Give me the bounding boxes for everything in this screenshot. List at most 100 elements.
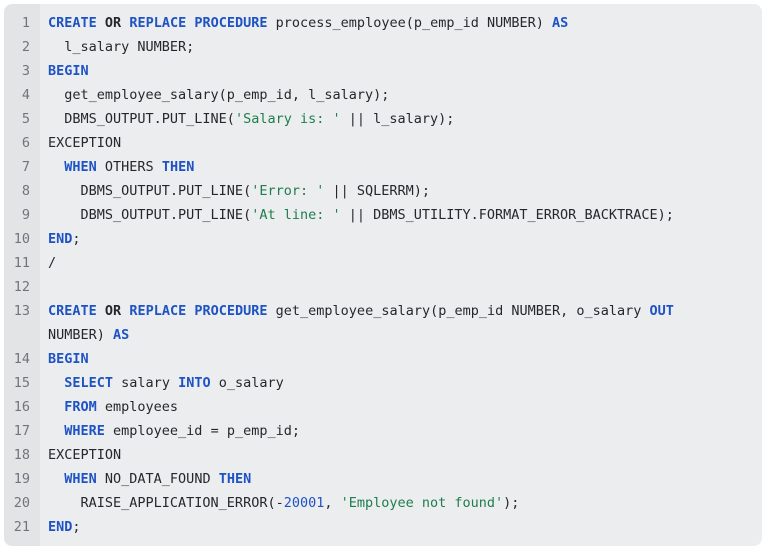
code-text: EXCEPTION — [40, 131, 121, 155]
code-token: WHEN — [64, 471, 97, 487]
code-text: BEGIN — [40, 59, 89, 83]
line-number: 7 — [21, 159, 30, 175]
code-text: get_employee_salary(p_emp_id, l_salary); — [40, 83, 389, 107]
code-token: OR — [104, 303, 122, 319]
code-token: || l_salary); — [340, 111, 455, 127]
code-token — [48, 159, 64, 175]
code-token: DBMS_OUTPUT.PUT_LINE( — [48, 111, 235, 127]
code-text: SELECT salary INTO o_salary — [40, 371, 284, 395]
code-token: THEN — [218, 471, 252, 487]
code-token: 'Error: ' — [251, 183, 325, 199]
code-token — [48, 423, 64, 439]
code-line: 3 BEGIN — [4, 59, 762, 83]
code-token: THEN — [161, 159, 195, 175]
code-token: NO_DATA_FOUND — [96, 471, 219, 487]
code-token: FROM — [64, 399, 97, 415]
code-token: BEGIN — [48, 351, 89, 367]
code-text: EXCEPTION — [40, 443, 121, 467]
code-text: CREATE OR REPLACE PROCEDURE process_empl… — [40, 11, 568, 35]
line-number: 2 — [21, 39, 30, 55]
code-text: BEGIN — [40, 347, 89, 371]
code-token: PROCEDURE — [194, 303, 268, 319]
code-token: salary — [113, 375, 179, 391]
code-text: WHEN NO_DATA_FOUND THEN — [40, 467, 251, 491]
code-line: 8 DBMS_OUTPUT.PUT_LINE('Error: ' || SQLE… — [4, 179, 762, 203]
code-line: 17 WHERE employee_id = p_emp_id; — [4, 419, 762, 443]
code-text: WHEN OTHERS THEN — [40, 155, 194, 179]
code-token: CREATE — [48, 15, 97, 31]
code-token: RAISE_APPLICATION_ERROR(- — [48, 495, 284, 511]
code-token: / — [48, 255, 57, 271]
code-line: NUMBER) AS — [4, 323, 762, 347]
code-token: OR — [104, 15, 122, 31]
line-number: 18 — [13, 447, 30, 463]
code-text: l_salary NUMBER; — [40, 35, 194, 59]
code-token: DBMS_OUTPUT.PUT_LINE( — [48, 207, 252, 223]
line-number: 17 — [13, 423, 30, 439]
line-number: 1 — [21, 15, 30, 31]
line-number: 10 — [13, 231, 30, 247]
code-token: ); — [503, 495, 520, 511]
code-token: OUT — [649, 303, 674, 319]
code-token: WHERE — [64, 423, 105, 439]
code-line: 18 EXCEPTION — [4, 443, 762, 467]
code-line: 10 END; — [4, 227, 762, 251]
code-line: 4 get_employee_salary(p_emp_id, l_salary… — [4, 83, 762, 107]
code-line: 1 CREATE OR REPLACE PROCEDURE process_emp… — [4, 11, 762, 35]
line-number: 20 — [13, 495, 30, 511]
code-token: END — [48, 231, 73, 247]
code-token: EXCEPTION — [48, 447, 122, 463]
code-line: 16 FROM employees — [4, 395, 762, 419]
line-number: 4 — [21, 87, 30, 103]
code-line: 11 / — [4, 251, 762, 275]
code-line: 15 SELECT salary INTO o_salary — [4, 371, 762, 395]
code-token: process_employee(p_emp_id NUMBER) — [267, 15, 553, 31]
code-token: REPLACE — [129, 303, 187, 319]
code-token: WHEN — [64, 159, 97, 175]
code-token: ; — [72, 231, 81, 247]
line-number: 15 — [13, 375, 30, 391]
code-token: l_salary NUMBER; — [48, 39, 195, 55]
code-text — [40, 275, 48, 299]
code-token: || SQLERRM); — [324, 183, 431, 199]
code-text: DBMS_OUTPUT.PUT_LINE('Error: ' || SQLERR… — [40, 179, 431, 203]
code-token — [48, 471, 64, 487]
code-token: , — [324, 495, 341, 511]
code-text: WHERE employee_id = p_emp_id; — [40, 419, 300, 443]
code-token: ; — [72, 519, 81, 535]
line-number: 16 — [13, 399, 30, 415]
code-token: AS — [552, 15, 569, 31]
code-token: REPLACE — [129, 15, 187, 31]
code-token: PROCEDURE — [194, 15, 268, 31]
code-token: get_employee_salary(p_emp_id, l_salary); — [48, 87, 390, 103]
code-token: o_salary — [210, 375, 284, 391]
code-token: SELECT — [64, 375, 114, 391]
code-token: 20001 — [283, 495, 325, 511]
code-token: get_employee_salary(p_emp_id NUMBER, o_s… — [267, 303, 650, 319]
code-token: CREATE — [48, 303, 97, 319]
line-number: 3 — [21, 63, 30, 79]
code-token: 'Employee not found' — [340, 495, 504, 511]
code-text: END; — [40, 515, 81, 539]
code-line: 12 — [4, 275, 762, 299]
line-number: 9 — [21, 207, 30, 223]
code-line: 19 WHEN NO_DATA_FOUND THEN — [4, 467, 762, 491]
code-text: FROM employees — [40, 395, 178, 419]
code-line: 2 l_salary NUMBER; — [4, 35, 762, 59]
line-number: 5 — [21, 111, 30, 127]
line-number: 11 — [13, 255, 30, 271]
code-text: DBMS_OUTPUT.PUT_LINE('At line: ' || DBMS… — [40, 203, 674, 227]
code-token: EXCEPTION — [48, 135, 122, 151]
code-text: DBMS_OUTPUT.PUT_LINE('Salary is: ' || l_… — [40, 107, 454, 131]
code-token: employees — [96, 399, 179, 415]
line-number: 6 — [21, 135, 30, 151]
line-number: 19 — [13, 471, 30, 487]
code-line: 9 DBMS_OUTPUT.PUT_LINE('At line: ' || DB… — [4, 203, 762, 227]
code-text: RAISE_APPLICATION_ERROR(-20001, 'Employe… — [40, 491, 520, 515]
code-token: employee_id = p_emp_id; — [104, 423, 300, 439]
